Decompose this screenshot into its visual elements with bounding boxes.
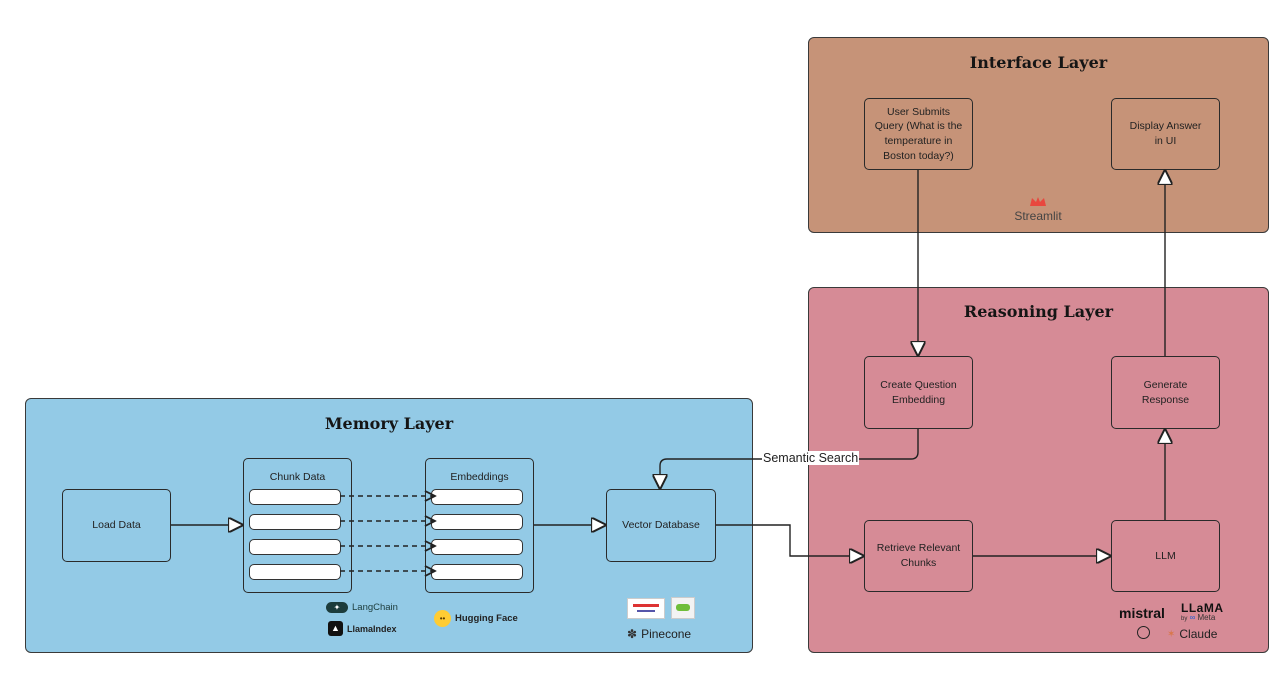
embeddings-group: Embeddings (425, 458, 534, 593)
llamaindex-logo: ▲ LlamaIndex (328, 621, 397, 636)
llm-node: LLM (1111, 520, 1220, 592)
claude-label: Claude (1179, 627, 1218, 641)
chunk-data-group: Chunk Data (243, 458, 352, 593)
generate-response-node: Generate Response (1111, 356, 1220, 429)
streamlit-label: Streamlit (1014, 209, 1062, 223)
pinecone-badge-1 (627, 598, 665, 619)
streamlit-logo: Streamlit (1000, 196, 1076, 225)
semantic-search-label: Semantic Search (762, 451, 860, 465)
hugging-face-emoji-icon: •• (434, 610, 451, 627)
pinecone-icon: ✽ (627, 627, 638, 641)
llamaindex-llama-icon: ▲ (328, 621, 343, 636)
retrieve-chunks-node: Retrieve Relevant Chunks (864, 520, 973, 592)
vector-database-node: Vector Database (606, 489, 716, 562)
embedding-slot (431, 564, 523, 580)
memory-layer-title: Memory Layer (324, 414, 454, 433)
load-data-node: Load Data (62, 489, 171, 562)
llama-label: LLaMA (1181, 601, 1224, 615)
llama-meta-logo: LLaMA by ∞ Meta (1181, 601, 1224, 622)
pinecone-label: Pinecone (641, 627, 692, 641)
openai-logo (1137, 626, 1150, 639)
mistral-logo: mistral (1119, 605, 1165, 621)
pinecone-logo: ✽ Pinecone (627, 627, 691, 641)
chunk-slot (249, 539, 341, 555)
display-answer-node: Display Answer in UI (1111, 98, 1220, 170)
claude-logo: ✶ Claude (1167, 627, 1217, 641)
langchain-parrot-icon: ✦ (326, 602, 348, 613)
langchain-logo: ✦ LangChain (326, 602, 398, 613)
langchain-label: LangChain (352, 602, 398, 613)
embedding-slot (431, 514, 523, 530)
user-query-node: User Submits Query (What is the temperat… (864, 98, 973, 170)
claude-star-icon: ✶ (1167, 628, 1176, 640)
embedding-slot (431, 539, 523, 555)
chunk-data-label: Chunk Data (269, 471, 326, 483)
embeddings-label: Embeddings (450, 471, 509, 483)
hugging-face-label: Hugging Face (455, 613, 518, 624)
embedding-slot (431, 489, 523, 505)
chunk-slot (249, 489, 341, 505)
hugging-face-logo: •• Hugging Face (434, 610, 518, 627)
pinecone-badge-2 (671, 597, 695, 619)
mistral-label: mistral (1119, 605, 1165, 621)
chunk-slot (249, 564, 341, 580)
meta-icon: ∞ (1189, 613, 1196, 622)
streamlit-crown-icon (1030, 197, 1046, 206)
chunk-slot (249, 514, 341, 530)
reasoning-layer: Reasoning Layer (808, 287, 1269, 653)
reasoning-layer-title: Reasoning Layer (963, 302, 1114, 321)
openai-icon (1137, 626, 1150, 639)
llamaindex-label: LlamaIndex (347, 623, 397, 634)
interface-layer-title: Interface Layer (969, 53, 1108, 72)
meta-label: Meta (1197, 613, 1216, 622)
create-embedding-node: Create Question Embedding (864, 356, 973, 429)
